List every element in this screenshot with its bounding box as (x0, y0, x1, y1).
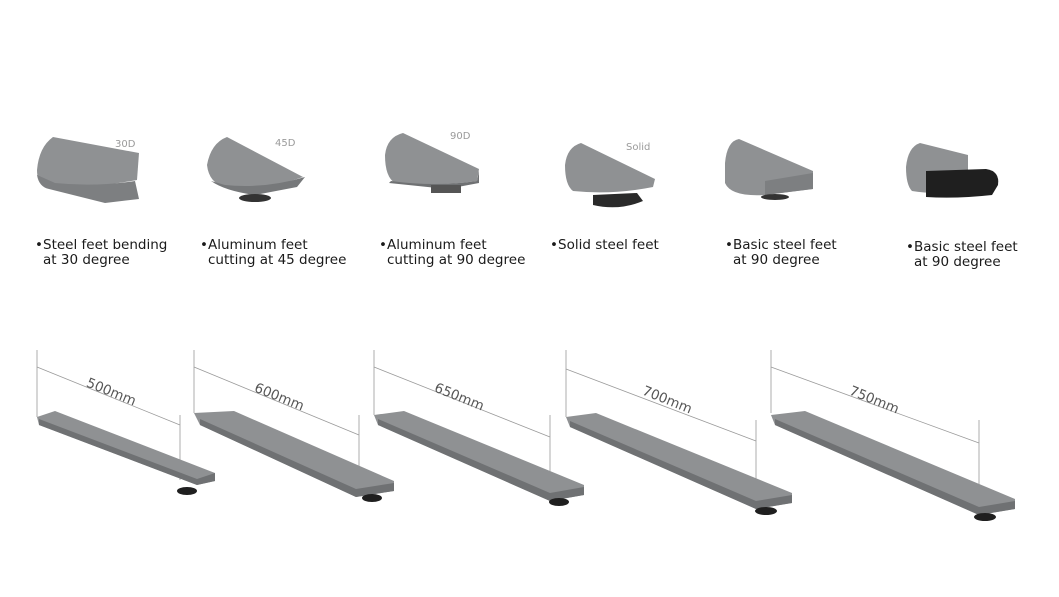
caption-basic-90: •Basic steel feet at 90 degree (725, 237, 837, 268)
foot-90d: 90D (385, 125, 565, 225)
foot-basic-90-cap-image (906, 143, 999, 198)
foot-solid: Solid (563, 125, 743, 225)
foot-bar-500-image (36, 350, 215, 495)
angle-tag: Solid (626, 142, 651, 153)
foot-solid-image (565, 143, 655, 208)
foot-bar-650-image (373, 350, 584, 506)
foot-bar-750: 750mm (770, 345, 1015, 535)
foot-bar-750-image (770, 350, 1015, 521)
foot-bar-600-image (193, 350, 394, 502)
bullet: • (379, 237, 387, 253)
foot-30d-image (37, 137, 139, 203)
foot-basic-90-image (725, 139, 813, 200)
foot-45d: 45D (205, 125, 385, 225)
caption-solid: •Solid steel feet (550, 237, 659, 253)
foot-bar-700-image (565, 350, 792, 515)
foot-45d-image (207, 137, 305, 202)
foot-bar-700: 700mm (565, 345, 806, 535)
caption-30d: •Steel feet bending at 30 degree (35, 237, 168, 268)
bullet: • (200, 237, 208, 253)
foot-bar-650: 650mm (373, 345, 614, 535)
foot-bar-600: 600mm (193, 345, 434, 535)
angle-tag: 45D (275, 138, 296, 149)
caption-basic-90-cap: •Basic steel feet at 90 degree (906, 239, 1018, 270)
caption-45d: •Aluminum feet cutting at 45 degree (200, 237, 347, 268)
angle-tag: 90D (450, 131, 471, 142)
bullet: • (35, 237, 43, 253)
foot-basic-90 (725, 125, 905, 225)
foot-bar-500: 500mm (35, 345, 275, 535)
bullet: • (906, 239, 914, 255)
angle-tag: 30D (115, 139, 136, 150)
foot-30d: 30D (35, 125, 215, 225)
foot-90d-image (385, 133, 479, 193)
bullet: • (550, 237, 558, 253)
caption-90d: •Aluminum feet cutting at 90 degree (379, 237, 526, 268)
bullet: • (725, 237, 733, 253)
foot-basic-90-cap (906, 125, 1059, 225)
